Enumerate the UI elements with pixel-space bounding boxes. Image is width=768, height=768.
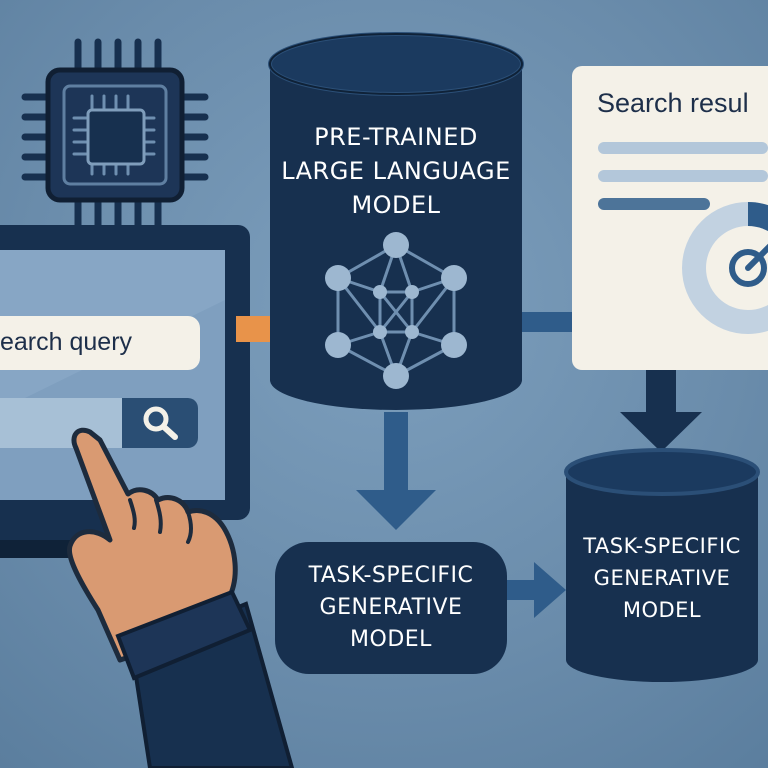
pretrained-llm-line-2: LARGE LANGUAGE xyxy=(281,157,511,185)
task-box-line-1: TASK-SPECIFIC xyxy=(308,563,474,588)
pretrained-llm-line-3: MODEL xyxy=(351,191,441,219)
task-model-box-label: TASK-SPECIFIC GENERATIVE MODEL xyxy=(278,560,504,656)
search-results-title: Search resul xyxy=(597,88,749,118)
search-query-text: earch query xyxy=(0,328,133,356)
task-box-line-3: MODEL xyxy=(350,627,432,652)
task-box-line-2: GENERATIVE xyxy=(319,595,463,620)
search-input[interactable] xyxy=(0,316,200,370)
neural-network-icon xyxy=(325,232,467,389)
pretrained-llm-cylinder xyxy=(268,32,524,410)
task-model-box xyxy=(275,542,507,674)
task-cyl-line-3: MODEL xyxy=(622,598,702,622)
pretrained-llm-line-1: PRE-TRAINED xyxy=(314,123,478,151)
arrow-box-to-cylinder xyxy=(507,562,566,618)
task-cyl-line-1: TASK-SPECIFIC xyxy=(583,534,741,558)
gauge-icon xyxy=(682,202,768,334)
search-icon[interactable] xyxy=(143,406,178,440)
pretrained-llm-label: PRE-TRAINED LARGE LANGUAGE MODEL xyxy=(276,120,516,222)
chip-icon xyxy=(21,38,209,229)
task-model-cylinder xyxy=(564,448,760,682)
arrow-results-to-task-cylinder xyxy=(620,370,702,452)
task-cyl-line-2: GENERATIVE xyxy=(593,566,731,590)
search-results-panel xyxy=(572,66,768,370)
hand-pointer-icon xyxy=(66,427,295,768)
task-model-cylinder-label: TASK-SPECIFIC GENERATIVE MODEL xyxy=(568,530,756,626)
arrow-llm-to-task-box xyxy=(356,412,436,530)
